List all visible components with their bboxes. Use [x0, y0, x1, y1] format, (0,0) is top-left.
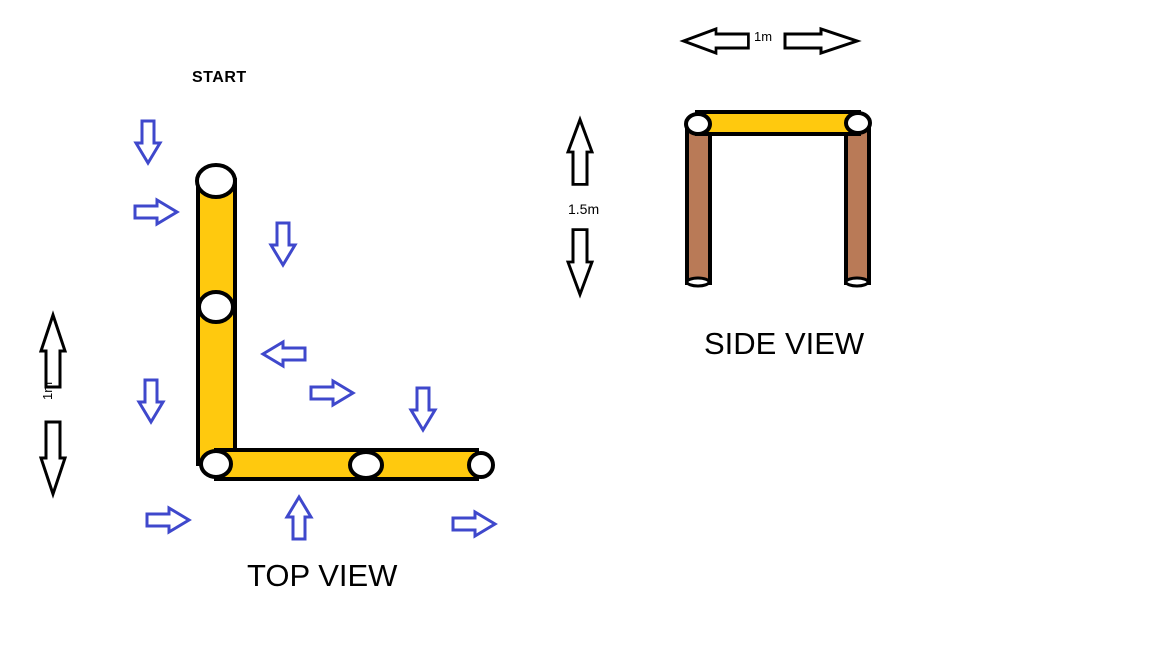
dimension-arrow-left-icon [682, 27, 750, 55]
side-view-top-beam [695, 110, 861, 136]
dimension-arrow-down-icon [566, 228, 594, 296]
dimension-arrow-down-icon [39, 420, 67, 496]
side-view-right-leg [844, 122, 871, 285]
side-view-dimensions [566, 27, 859, 296]
flow-arrow-icon [285, 495, 313, 541]
top-view-title: TOP VIEW [247, 558, 398, 593]
side-height-dimension-label: 1.5m [568, 201, 600, 217]
top-view-dimension [39, 313, 67, 496]
flow-arrow-icon [261, 340, 307, 368]
start-label: START [192, 69, 247, 86]
top-view-joint [199, 449, 233, 479]
side-view-title: SIDE VIEW [704, 326, 865, 361]
side-view-leg-foot [844, 276, 870, 288]
flow-arrow-icon [269, 221, 297, 267]
side-view-joint [684, 112, 712, 136]
flow-arrow-icon [309, 379, 355, 407]
flow-arrow-icon [133, 198, 179, 226]
flow-arrow-icon [451, 510, 497, 538]
flow-arrow-icon [137, 378, 165, 424]
dimension-arrow-right-icon [783, 27, 859, 55]
top-view-joint [195, 163, 237, 199]
side-width-dimension-label: 1m [754, 29, 773, 44]
top-view-dimension-label: 1m [40, 381, 55, 400]
top-view-joint [348, 450, 384, 480]
side-view-left-leg [685, 122, 712, 285]
flow-arrow-icon [409, 386, 437, 432]
side-view-leg-foot [685, 276, 711, 288]
dimension-arrow-up-icon [39, 313, 67, 389]
top-view-joint [467, 451, 495, 479]
flow-arrow-icon [134, 119, 162, 165]
side-view-joint [844, 111, 872, 135]
side-view-frame [684, 110, 872, 288]
top-view-horizontal-beam [214, 448, 479, 481]
dimension-arrow-up-icon [566, 118, 594, 186]
flow-arrow-icon [145, 506, 191, 534]
top-view-joint [197, 290, 235, 324]
top-view-frame [195, 163, 495, 481]
